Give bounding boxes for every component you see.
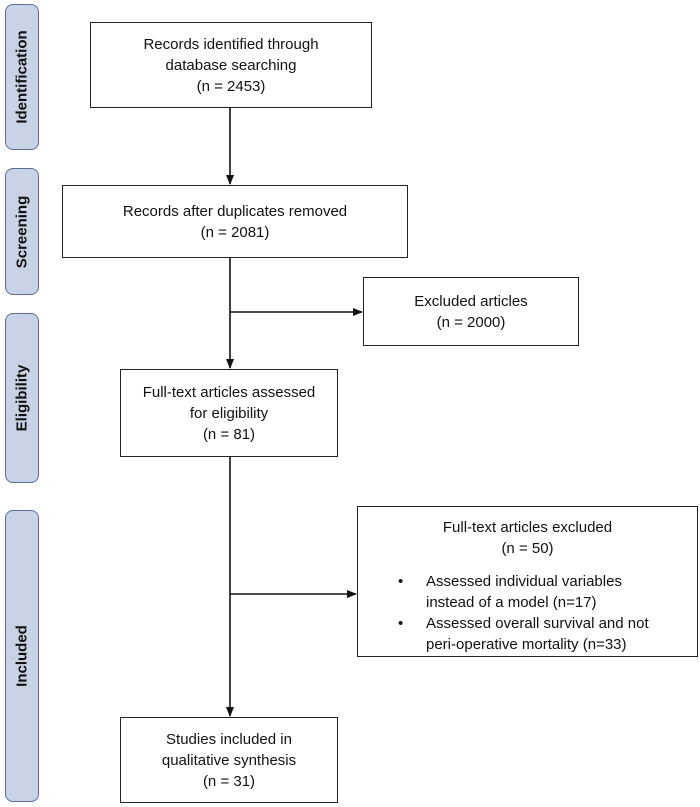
box-records-screened: Records after duplicates removed (n = 20… bbox=[62, 185, 408, 258]
box-text: database searching bbox=[165, 56, 297, 74]
box-studies-included: Studies included in qualitative synthesi… bbox=[120, 717, 338, 803]
stage-included: Included bbox=[5, 510, 39, 802]
box-count: (n = 31) bbox=[202, 772, 256, 790]
box-text: Studies included in bbox=[166, 730, 292, 748]
box-count: (n = 2453) bbox=[196, 77, 266, 95]
box-records-identified: Records identified through database sear… bbox=[90, 22, 372, 108]
box-count: (n = 50) bbox=[501, 540, 554, 557]
box-text: Full-text articles excluded bbox=[442, 519, 613, 536]
stage-eligibility: Eligibility bbox=[5, 313, 39, 483]
stage-identification: Identification bbox=[5, 4, 39, 150]
box-fulltext-excluded: Full-text articles excluded (n = 50) • A… bbox=[357, 506, 698, 657]
box-text: Excluded articles bbox=[414, 292, 528, 310]
box-count: (n = 2000) bbox=[436, 313, 506, 331]
exclusion-reasons-list: • Assessed individual variables instead … bbox=[358, 571, 697, 655]
list-item: • Assessed individual variables instead … bbox=[358, 571, 697, 613]
box-count: (n = 81) bbox=[202, 425, 256, 443]
box-text: qualitative synthesis bbox=[161, 751, 297, 769]
reason-text: Assessed individual variables bbox=[426, 573, 622, 590]
reason-text: instead of a model (n=17) bbox=[426, 594, 597, 611]
bullet-icon: • bbox=[398, 573, 404, 590]
excluded-header: Full-text articles excluded (n = 50) bbox=[358, 517, 697, 559]
box-text: Full-text articles assessed bbox=[142, 383, 316, 401]
reason-text: Assessed overall survival and not bbox=[426, 615, 649, 632]
reason-text: peri-operative mortality (n=33) bbox=[426, 636, 627, 653]
box-fulltext-assessed: Full-text articles assessed for eligibil… bbox=[120, 369, 338, 457]
stage-screening: Screening bbox=[5, 168, 39, 295]
box-text: for eligibility bbox=[189, 404, 269, 422]
box-excluded-articles: Excluded articles (n = 2000) bbox=[363, 277, 579, 346]
list-item: • Assessed overall survival and not peri… bbox=[358, 613, 697, 655]
box-text: Records identified through bbox=[143, 35, 319, 53]
box-text: Records after duplicates removed bbox=[122, 202, 348, 220]
bullet-icon: • bbox=[398, 615, 404, 632]
box-count: (n = 2081) bbox=[200, 223, 270, 241]
